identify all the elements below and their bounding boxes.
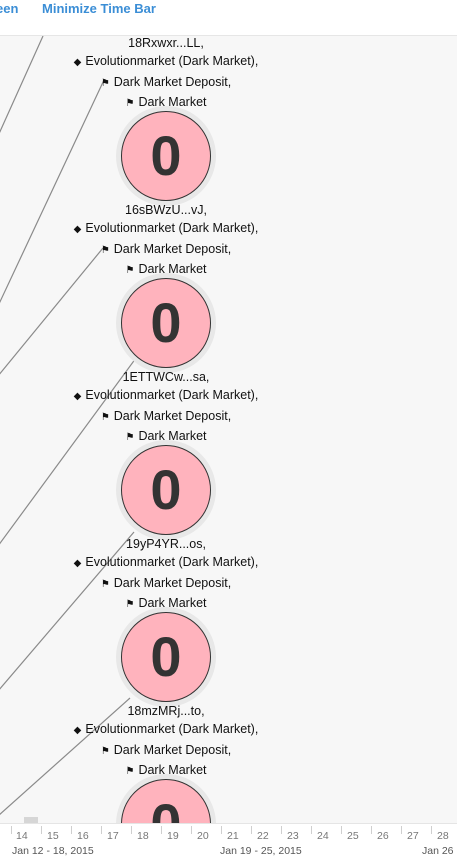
tick-label: 23	[287, 830, 299, 842]
tick-label: 18	[137, 830, 149, 842]
diamond-icon: ◆	[73, 725, 82, 737]
tick-label: 20	[197, 830, 209, 842]
edge-line	[0, 357, 137, 545]
graph-node[interactable]: 0	[116, 440, 216, 540]
flag-icon: ⚑	[125, 264, 135, 276]
graph-node[interactable]: 0	[116, 273, 216, 373]
edge-line	[0, 697, 131, 816]
node-entity: Evolutionmarket (Dark Market),	[85, 221, 259, 236]
time-selection[interactable]	[158, 824, 188, 863]
flag-icon: ⚑	[100, 578, 110, 590]
flag-icon: ⚑	[125, 598, 135, 610]
node-count: 0	[150, 625, 182, 688]
tick-label: 17	[107, 830, 119, 842]
week-range-label: Jan 26	[422, 845, 454, 857]
node-tag: Dark Market Deposit,	[113, 241, 232, 256]
node-tag: Dark Market	[138, 762, 207, 777]
node-tag: Dark Market	[138, 428, 207, 443]
node-label: 16sBWzU...vJ, ◆Evolutionmarket (Dark Mar…	[60, 201, 272, 280]
tick-label: 14	[16, 830, 28, 842]
flag-icon: ⚑	[125, 765, 135, 777]
flag-icon: ⚑	[125, 97, 135, 109]
graph-node[interactable]: 0	[116, 106, 216, 206]
diamond-icon: ◆	[73, 224, 82, 236]
node-entity: Evolutionmarket (Dark Market),	[85, 54, 259, 69]
node-address: 18mzMRj...to,	[127, 704, 205, 718]
node-address: 18Rxwxr...LL,	[128, 36, 204, 50]
node-tag: Dark Market	[138, 94, 207, 109]
node-label: 18mzMRj...to, ◆Evolutionmarket (Dark Mar…	[60, 702, 272, 781]
tick-label: 24	[317, 830, 329, 842]
tick-label: 26	[377, 830, 389, 842]
diamond-icon: ◆	[73, 57, 82, 69]
node-count: 0	[150, 291, 182, 354]
histogram-bar	[24, 817, 38, 823]
node-tag: Dark Market	[138, 261, 207, 276]
node-tag: Dark Market Deposit,	[113, 575, 232, 590]
tick-label: 28	[437, 830, 449, 842]
node-tag: Dark Market Deposit,	[113, 742, 232, 757]
flag-icon: ⚑	[100, 77, 110, 89]
flag-icon: ⚑	[100, 411, 110, 423]
node-entity: Evolutionmarket (Dark Market),	[85, 555, 259, 570]
node-count: 0	[116, 774, 216, 824]
diamond-icon: ◆	[73, 558, 82, 570]
node-address: 19yP4YR...os,	[126, 537, 206, 551]
tick-label: 25	[347, 830, 359, 842]
flag-icon: ⚑	[100, 244, 110, 256]
node-address: 1ETTWCw...sa,	[122, 370, 210, 384]
minimize-time-bar-link[interactable]: Minimize Time Bar	[42, 1, 156, 16]
graph-node[interactable]: 0	[116, 774, 216, 823]
tick-label: 22	[257, 830, 269, 842]
toolbar: een Minimize Time Bar	[0, 0, 457, 36]
node-label: 1ETTWCw...sa, ◆Evolutionmarket (Dark Mar…	[60, 368, 272, 447]
tick-label: 21	[227, 830, 239, 842]
graph-node[interactable]: 0	[116, 607, 216, 707]
graph-edges	[0, 36, 137, 816]
edge-line	[0, 36, 44, 134]
node-count: 0	[150, 124, 182, 187]
tick-label: 27	[407, 830, 419, 842]
node-entity: Evolutionmarket (Dark Market),	[85, 722, 259, 737]
time-bar[interactable]: 14 15 16 17 18 19 20 21 22 23 24 25 26 2…	[0, 817, 457, 863]
graph-canvas[interactable]: 18Rxwxr...LL, ◆Evolutionmarket (Dark Mar…	[0, 36, 457, 823]
tick-label: 19	[167, 830, 179, 842]
edge-line	[0, 79, 105, 304]
node-label: 19yP4YR...os, ◆Evolutionmarket (Dark Mar…	[60, 535, 272, 614]
node-tag: Dark Market	[138, 595, 207, 610]
week-range-label: Jan 19 - 25, 2015	[220, 845, 302, 857]
fullscreen-link[interactable]: een	[0, 1, 19, 16]
flag-icon: ⚑	[100, 745, 110, 757]
node-count: 0	[150, 458, 182, 521]
flag-icon: ⚑	[125, 431, 135, 443]
node-entity: Evolutionmarket (Dark Market),	[85, 388, 259, 403]
tick-label: 16	[77, 830, 89, 842]
node-address: 16sBWzU...vJ,	[125, 203, 207, 217]
node-label: 18Rxwxr...LL, ◆Evolutionmarket (Dark Mar…	[60, 36, 272, 113]
tick-label: 15	[47, 830, 59, 842]
edge-line	[0, 531, 135, 690]
week-range-label: Jan 12 - 18, 2015	[12, 845, 94, 857]
diamond-icon: ◆	[73, 391, 82, 403]
node-tag: Dark Market Deposit,	[113, 74, 232, 89]
node-tag: Dark Market Deposit,	[113, 408, 232, 423]
edge-line	[0, 247, 104, 375]
